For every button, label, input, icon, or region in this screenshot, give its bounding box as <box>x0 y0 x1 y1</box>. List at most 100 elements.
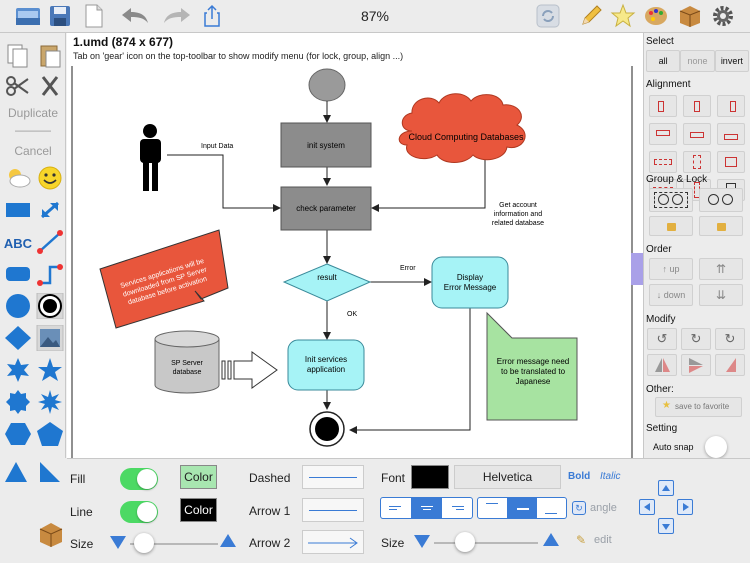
flip-horizontal-icon[interactable] <box>647 354 677 376</box>
edit-button[interactable]: edit <box>594 534 612 546</box>
mirror-icon[interactable] <box>715 354 745 376</box>
rectangle-shape-icon[interactable] <box>4 197 32 223</box>
duplicate-button[interactable]: Duplicate <box>7 106 59 120</box>
connector-tool-icon[interactable] <box>36 261 64 287</box>
palette-icon[interactable] <box>643 3 669 29</box>
angle-button[interactable]: angle <box>590 502 617 514</box>
align-middle-v-icon[interactable] <box>683 123 711 145</box>
font-color-button[interactable] <box>411 465 449 489</box>
delete-icon[interactable] <box>36 73 64 99</box>
line-tool-icon[interactable] <box>36 229 64 255</box>
valign-bottom-icon[interactable] <box>537 498 566 518</box>
decision-result[interactable] <box>282 263 372 302</box>
image-tool-icon[interactable] <box>36 325 64 351</box>
size-slider-knob[interactable] <box>134 533 154 553</box>
actor-person-icon[interactable] <box>140 124 161 191</box>
nudge-left-icon[interactable] <box>639 499 655 515</box>
star-five-icon[interactable] <box>36 357 64 383</box>
double-arrow-icon[interactable] <box>36 197 64 223</box>
sp-server-database[interactable] <box>154 330 220 394</box>
end-state-icon[interactable] <box>36 293 64 319</box>
process-check-parameter[interactable] <box>280 186 372 231</box>
unlock-icon[interactable] <box>699 216 743 236</box>
undo-icon[interactable] <box>118 3 152 29</box>
font-size-slider-track[interactable] <box>434 542 538 544</box>
arrow1-style-button[interactable] <box>302 498 364 522</box>
canvas-scroll-indicator[interactable] <box>631 253 643 285</box>
group-icon[interactable] <box>649 188 693 212</box>
valign-middle-icon[interactable] <box>507 498 538 518</box>
rotate-reset-icon[interactable]: ↻ <box>681 328 711 350</box>
burst-shape-icon[interactable] <box>36 389 64 415</box>
process-init-system[interactable] <box>280 122 372 168</box>
pentagon-shape-icon[interactable] <box>36 421 64 447</box>
save-to-favorite-button[interactable]: ★ save to favorite <box>655 397 742 417</box>
package-icon[interactable] <box>677 3 703 29</box>
select-all-button[interactable]: all <box>646 50 681 72</box>
open-folder-icon[interactable] <box>14 3 42 29</box>
favorite-star-icon[interactable] <box>610 3 636 29</box>
nudge-right-icon[interactable] <box>677 499 693 515</box>
error-note[interactable] <box>486 311 578 421</box>
star-six-icon[interactable] <box>4 357 32 383</box>
circle-shape-icon[interactable] <box>4 293 32 319</box>
gear-icon[interactable] <box>710 3 736 29</box>
ungroup-icon[interactable] <box>699 188 743 212</box>
text-tool-button[interactable]: ABC <box>3 236 33 251</box>
align-left-icon[interactable] <box>649 95 677 117</box>
auto-snap-toggle[interactable] <box>705 436 727 458</box>
flip-vertical-icon[interactable] <box>681 354 711 376</box>
bold-button[interactable]: Bold <box>568 471 591 482</box>
lock-icon[interactable] <box>649 216 693 236</box>
init-services-node[interactable] <box>287 339 365 391</box>
hexagon-shape-icon[interactable] <box>4 421 32 447</box>
seal-shape-icon[interactable] <box>4 389 32 415</box>
align-top-icon[interactable] <box>649 123 677 145</box>
right-triangle-icon[interactable] <box>38 460 62 484</box>
size-slider-track[interactable] <box>130 543 218 545</box>
cloud-computing-databases[interactable] <box>398 93 526 163</box>
start-node[interactable] <box>308 68 346 102</box>
bring-to-front-icon[interactable]: ⇈ <box>699 258 743 280</box>
angle-icon[interactable]: ↻ <box>572 501 586 515</box>
triangle-shape-icon[interactable] <box>4 460 28 484</box>
rotate-left-icon[interactable]: ↺ <box>647 328 677 350</box>
rotate-right-icon[interactable]: ↻ <box>715 328 745 350</box>
align-center-h-icon[interactable] <box>683 95 711 117</box>
text-align-right-icon[interactable] <box>442 498 472 518</box>
nudge-down-icon[interactable] <box>658 518 674 534</box>
paste-icon[interactable] <box>36 43 64 69</box>
fill-toggle[interactable] <box>120 468 158 490</box>
services-note[interactable] <box>99 229 229 329</box>
cancel-button[interactable]: Cancel <box>14 144 52 158</box>
cut-icon[interactable] <box>4 73 32 99</box>
copy-icon[interactable] <box>4 43 32 69</box>
weather-clipart-icon[interactable] <box>4 165 32 191</box>
text-align-left-icon[interactable] <box>381 498 412 518</box>
order-up-button[interactable]: ↑ up <box>649 258 693 280</box>
font-size-increase-icon[interactable] <box>543 533 559 546</box>
italic-button[interactable]: Italic <box>600 471 621 482</box>
redo-icon[interactable] <box>160 3 194 29</box>
select-invert-button[interactable]: invert <box>714 50 749 72</box>
distribute-horizontal-icon[interactable] <box>649 151 677 173</box>
sync-icon[interactable] <box>535 3 561 29</box>
send-to-back-icon[interactable]: ⇊ <box>699 284 743 306</box>
font-name-button[interactable]: Helvetica <box>454 465 561 489</box>
rounded-rectangle-icon[interactable] <box>4 261 32 287</box>
fill-color-button[interactable]: Color <box>180 465 217 489</box>
order-down-button[interactable]: ↓ down <box>649 284 693 306</box>
display-error-node[interactable] <box>431 256 509 309</box>
block-arrow[interactable] <box>221 351 278 389</box>
arrow2-style-button[interactable] <box>302 530 364 554</box>
valign-top-icon[interactable] <box>478 498 508 518</box>
size-decrease-icon[interactable] <box>110 536 126 549</box>
edit-pencil-icon[interactable]: ✎ <box>576 533 587 547</box>
select-none-button[interactable]: none <box>680 50 715 72</box>
smiley-icon[interactable] <box>36 165 64 191</box>
diamond-shape-icon[interactable] <box>4 325 32 351</box>
dashed-style-button[interactable] <box>302 465 364 489</box>
package-small-icon[interactable] <box>37 520 65 548</box>
same-size-icon[interactable] <box>717 151 745 173</box>
align-right-icon[interactable] <box>717 95 745 117</box>
